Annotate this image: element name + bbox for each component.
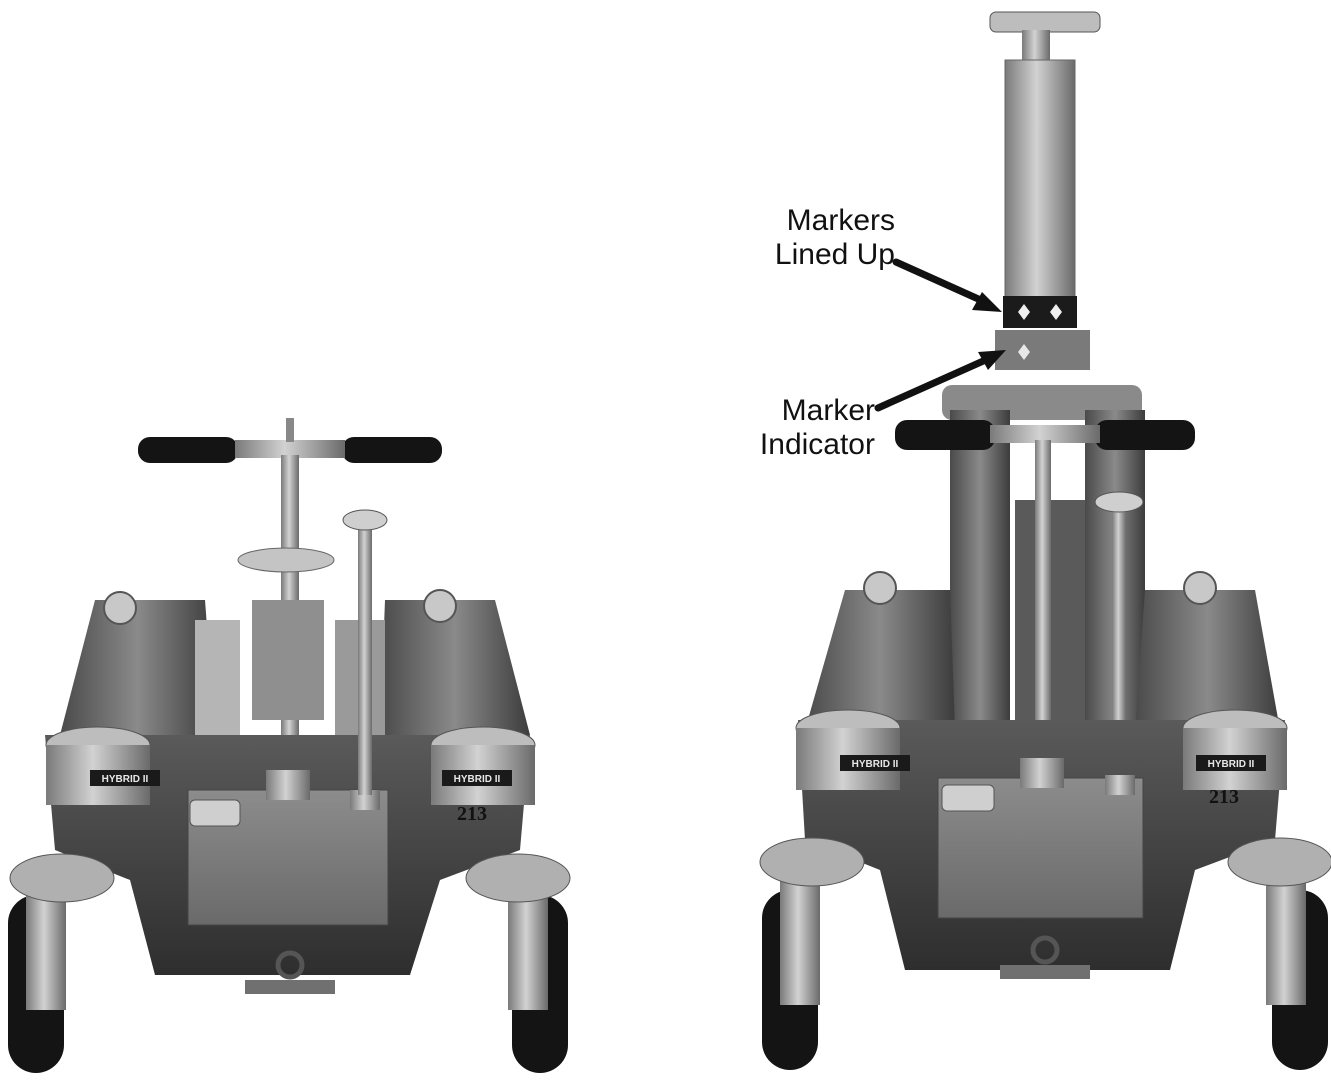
unit-number: 213 — [457, 803, 487, 825]
model-plate: HYBRID II — [1208, 759, 1255, 770]
rear-arm-left — [805, 590, 955, 730]
callout-marker-indicator: Marker Indicator — [730, 394, 875, 462]
rear-arm-right — [1135, 590, 1280, 730]
wheel-icon — [508, 880, 568, 1073]
steering-handle — [895, 420, 1195, 760]
arrow-icon — [892, 258, 1002, 312]
callout-markers-lined-up: Markers Lined Up — [740, 204, 895, 272]
callout-line: Markers — [786, 204, 895, 237]
rear-arm-left — [60, 600, 215, 735]
dolly-raised: HYBRID II HYBRID II 213 — [759, 11, 1331, 1070]
model-plate: HYBRID II — [454, 774, 501, 785]
callout-line: Indicator — [759, 428, 875, 461]
wheel-icon — [8, 880, 66, 1073]
model-plate: HYBRID II — [102, 774, 149, 785]
marker-band — [1003, 296, 1077, 328]
wheel-icon — [1266, 875, 1328, 1070]
callout-line: Lined Up — [774, 238, 895, 271]
rear-arm-right — [380, 600, 530, 735]
model-plate: HYBRID II — [852, 759, 899, 770]
callout-line: Marker — [781, 394, 875, 427]
dolly-lowered: HYBRID II HYBRID II 213 — [8, 418, 571, 1073]
wheel-icon — [762, 875, 820, 1070]
unit-number: 213 — [1209, 786, 1239, 808]
arrow-icon — [874, 350, 1006, 412]
